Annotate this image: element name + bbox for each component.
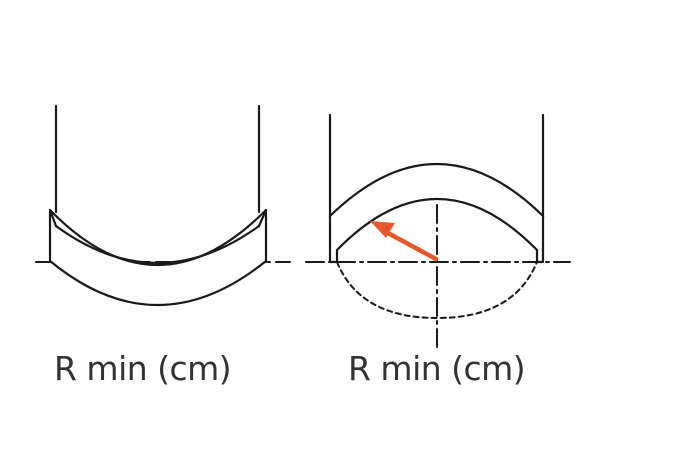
radius-arrow-icon (370, 221, 439, 262)
right-figure (305, 113, 571, 353)
radius-arrow-head (370, 221, 395, 238)
left-bend-inner-edge (54, 224, 261, 265)
left-rim-right (257, 208, 268, 228)
right-caption: R min (cm) (348, 349, 525, 388)
right-hidden-bend (336, 261, 538, 319)
left-bend-shell (48, 208, 268, 306)
radius-arrow-shaft (383, 229, 439, 262)
left-caption: R min (cm) (54, 349, 231, 388)
left-figure (35, 104, 291, 306)
left-rim-left (48, 208, 58, 228)
